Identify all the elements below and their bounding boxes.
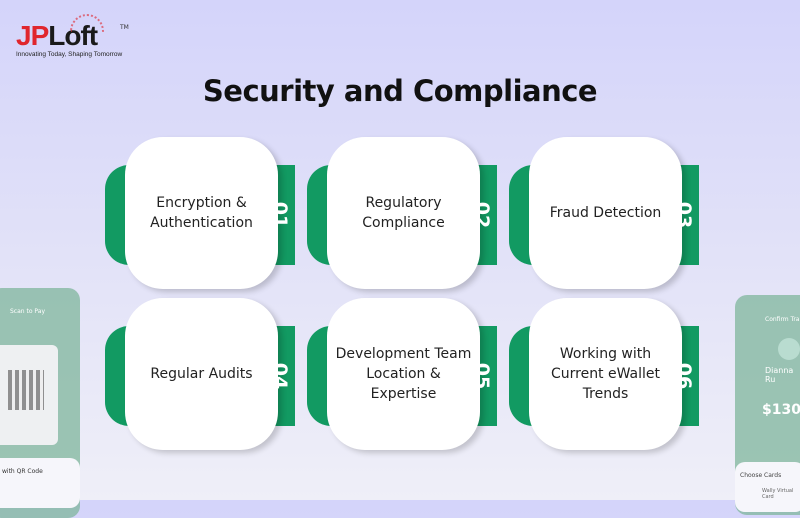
page-title: Security and Compliance — [202, 74, 598, 108]
item-number: 05 — [471, 362, 493, 390]
avatar — [778, 338, 800, 360]
item-number: 02 — [471, 201, 493, 229]
logo-jp: JP — [16, 20, 49, 51]
item-number: 01 — [269, 201, 291, 229]
item-label: Development Team Location & Expertise — [327, 298, 480, 450]
logo-tm: TM — [120, 24, 129, 31]
confirm-transfer-label: Confirm Tra — [765, 316, 800, 323]
right-phone-sheet — [735, 462, 800, 512]
qr-sheet-title: with QR Code — [2, 468, 43, 475]
item-label: Regulatory Compliance — [327, 137, 480, 289]
item-label: Fraud Detection — [529, 137, 682, 289]
qr-code-icon — [8, 370, 44, 410]
choose-cards-label: Choose Cards — [740, 472, 782, 479]
left-phone-sheet — [0, 458, 80, 508]
jploft-logo: JPLoft TM Innovating Today, Shaping Tomo… — [16, 14, 129, 58]
scan-to-pay-label: Scan to Pay — [10, 308, 46, 315]
item-label: Regular Audits — [125, 298, 278, 450]
card-name: Wally Virtual Card — [762, 488, 794, 500]
item-number: 06 — [673, 362, 695, 390]
item-label: Encryption & Authentication — [125, 137, 278, 289]
globe-icon — [70, 14, 104, 32]
item-number: 04 — [269, 362, 291, 390]
recipient-name: Dianna Ru — [765, 366, 794, 384]
item-number: 03 — [673, 201, 695, 229]
transfer-amount: $130.0 — [762, 402, 800, 418]
logo-tagline: Innovating Today, Shaping Tomorrow — [16, 51, 123, 58]
item-label: Working with Current eWallet Trends — [529, 298, 682, 450]
